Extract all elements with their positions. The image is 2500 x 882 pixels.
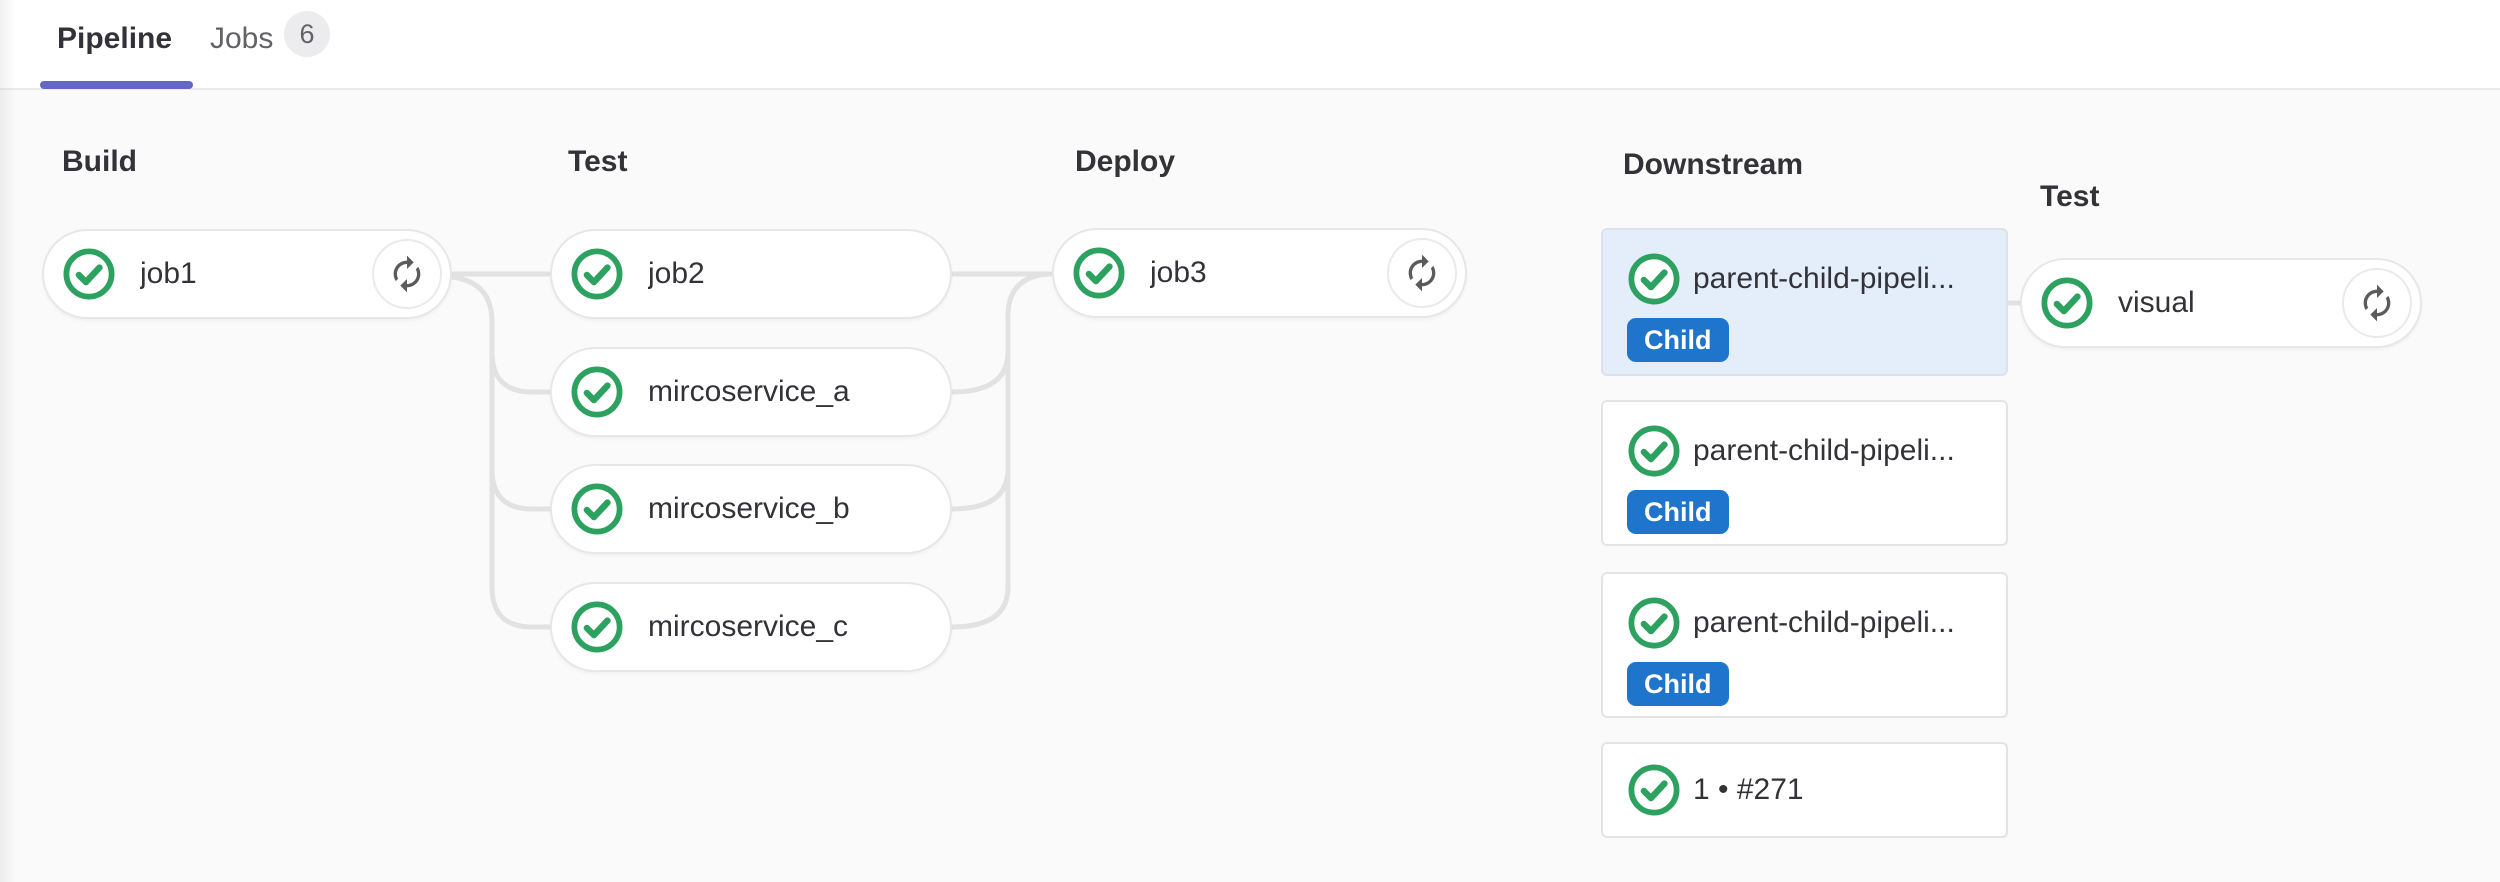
- tab-jobs-label: Jobs: [210, 22, 274, 55]
- status-success-icon: [1627, 763, 1681, 817]
- downstream-pipeline-name[interactable]: parent-child-pipeli...: [1693, 434, 1955, 467]
- job-name[interactable]: visual: [2118, 286, 2195, 319]
- child-badge: Child: [1627, 490, 1729, 534]
- stage-title-downstream: Downstream: [1623, 148, 1804, 181]
- job-name[interactable]: mircoservice_c: [648, 610, 849, 643]
- stage-title-build: Build: [62, 145, 137, 178]
- downstream-card-row: parent-child-pipeli...: [1627, 596, 1982, 650]
- downstream-pipeline-name[interactable]: parent-child-pipeli...: [1693, 262, 1955, 295]
- retry-button[interactable]: [2342, 268, 2412, 338]
- job-name[interactable]: job1: [140, 257, 197, 290]
- downstream-card-row: parent-child-pipeli...: [1627, 424, 1982, 478]
- downstream-card-row: parent-child-pipeli...: [1627, 252, 1982, 306]
- tab-jobs[interactable]: Jobs: [210, 22, 273, 56]
- stage-title-downstream-test: Test: [2040, 180, 2100, 213]
- downstream-pipeline-name[interactable]: parent-child-pipeli...: [1693, 606, 1955, 639]
- active-tab-indicator: [40, 81, 193, 89]
- job-name[interactable]: mircoservice_b: [648, 492, 850, 525]
- retry-icon: [2363, 284, 2391, 322]
- downstream-pipeline-name[interactable]: 1 • #271: [1693, 773, 1804, 806]
- retry-icon: [393, 255, 421, 293]
- stage-title-deploy: Deploy: [1075, 145, 1176, 178]
- tab-pipeline-label: Pipeline: [57, 22, 173, 55]
- job-pill-job3[interactable]: job3: [1052, 228, 1467, 318]
- status-success-icon: [1627, 252, 1681, 306]
- status-success-icon: [2040, 276, 2094, 330]
- downstream-card-1[interactable]: parent-child-pipeli... Child: [1601, 228, 2008, 376]
- tab-bar: Pipeline Jobs 6: [0, 0, 2500, 90]
- tab-pipeline[interactable]: Pipeline: [57, 22, 172, 56]
- stage-title-test: Test: [568, 145, 628, 178]
- downstream-card-3[interactable]: parent-child-pipeli... Child: [1601, 572, 2008, 718]
- status-success-icon: [1627, 424, 1681, 478]
- downstream-card-2[interactable]: parent-child-pipeli... Child: [1601, 400, 2008, 546]
- job-name[interactable]: job3: [1150, 256, 1207, 289]
- child-badge: Child: [1627, 662, 1729, 706]
- job-pill-mircoservice-b[interactable]: mircoservice_b: [550, 464, 952, 554]
- retry-button[interactable]: [372, 239, 442, 309]
- status-success-icon: [570, 247, 624, 301]
- status-success-icon: [1072, 246, 1126, 300]
- child-badge: Child: [1627, 318, 1729, 362]
- status-success-icon: [570, 365, 624, 419]
- job-pill-mircoservice-c[interactable]: mircoservice_c: [550, 582, 952, 672]
- downstream-card-4[interactable]: 1 • #271: [1601, 742, 2008, 838]
- job-name[interactable]: job2: [648, 257, 705, 290]
- job-pill-mircoservice-a[interactable]: mircoservice_a: [550, 347, 952, 437]
- jobs-count-badge: 6: [284, 11, 330, 57]
- retry-icon: [1408, 254, 1436, 292]
- status-success-icon: [570, 600, 624, 654]
- job-name[interactable]: mircoservice_a: [648, 375, 850, 408]
- status-success-icon: [570, 482, 624, 536]
- job-pill-visual[interactable]: visual: [2020, 258, 2422, 348]
- status-success-icon: [1627, 596, 1681, 650]
- downstream-card-row: 1 • #271: [1627, 763, 1982, 817]
- job-pill-job1[interactable]: job1: [42, 229, 452, 319]
- status-success-icon: [62, 247, 116, 301]
- job-pill-job2[interactable]: job2: [550, 229, 952, 319]
- retry-button[interactable]: [1387, 238, 1457, 308]
